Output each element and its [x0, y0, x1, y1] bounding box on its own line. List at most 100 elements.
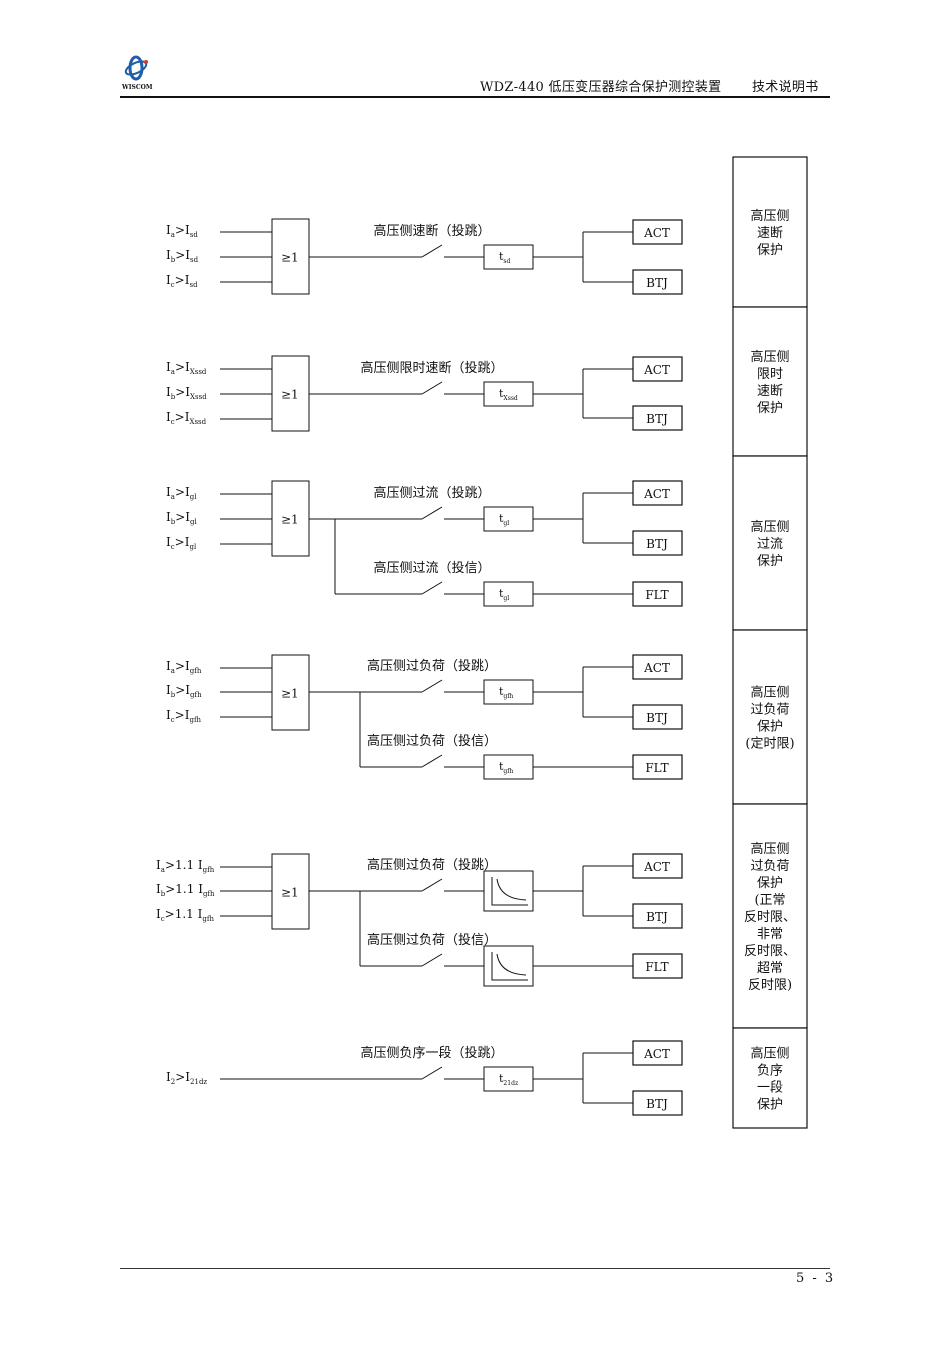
output-label-act-sd: ACT [643, 226, 670, 240]
or-gate-sd [271, 218, 310, 295]
side-label-fsx-2: 保护 [757, 876, 783, 891]
side-label-fsx-3: (正常 [754, 893, 785, 908]
condition-label-fsx-1: Ib>1.1 Igfh [156, 882, 215, 898]
logo-text: WISCOM [121, 84, 153, 91]
output-box-act-fx [632, 1040, 683, 1066]
branch-label-fx-0: 高压侧负序一段（投跳） [360, 1045, 503, 1061]
branch-label-xssd-0: 高压侧限时速断（投跳） [360, 360, 503, 376]
side-label-sd-0: 高压侧 [750, 208, 789, 224]
output-label-act-fx: ACT [643, 1047, 670, 1061]
or-gate-label-xssd: ≥1 [281, 388, 299, 402]
output-box-btj-sd [632, 269, 683, 295]
output-label-btj-xssd: BTJ [646, 412, 668, 426]
footer-divider [120, 1268, 830, 1269]
inverse-curve-fsx-0 [496, 878, 527, 901]
side-label-fx-0: 高压侧 [750, 1046, 789, 1062]
condition-label-gl-1: Ib>Igl [166, 510, 198, 526]
output-box-btj-fx [632, 1090, 683, 1116]
switch-contact-gl-1 [421, 581, 443, 595]
output-box-act-gl [632, 480, 683, 506]
switch-contact-sd-0 [421, 244, 443, 258]
switch-contact-gfh-1 [421, 754, 443, 768]
side-label-gfh-1: 过负荷 [750, 703, 789, 718]
output-box-btj-gl [632, 530, 683, 556]
timer-box-gfh-0 [483, 679, 534, 705]
output-box-btj-gfh [632, 704, 683, 730]
inverse-curve-fsx-1 [496, 953, 527, 976]
or-gate-fsx [271, 853, 310, 930]
output-box-act-xssd [632, 356, 683, 382]
output-box-btj-fsx [632, 903, 683, 929]
branch-label-fsx-0: 高压侧过负荷（投跳） [367, 857, 497, 873]
output-box-flt-gfh [632, 754, 683, 780]
header-divider [120, 96, 830, 98]
side-label-fsx-7: 超常 [757, 961, 783, 976]
output-label-act-gfh: ACT [643, 661, 670, 675]
page-number: 5 - 3 [796, 1271, 836, 1286]
side-label-fsx-4: 反时限、 [744, 910, 796, 925]
side-label-xssd-2: 速断 [757, 384, 783, 399]
output-label-flt-gfh: FLT [645, 761, 668, 775]
side-label-gl-2: 保护 [757, 554, 783, 569]
logo-mark-icon [124, 55, 148, 81]
or-gate-gfh [271, 654, 310, 731]
timer-label-gfh-0: tgfh [499, 685, 514, 700]
output-label-flt-fsx: FLT [645, 960, 668, 974]
side-label-fsx-0: 高压侧 [750, 841, 789, 857]
branch-label-gl-1: 高压侧过流（投信） [373, 560, 490, 576]
timer-box-sd-0 [483, 244, 534, 270]
wiscom-logo: WISCOM [118, 52, 158, 92]
timer-label-sd-0: tsd [499, 250, 511, 265]
document-type: 技术说明书 [752, 80, 819, 95]
timer-label-gfh-1: tgfh [499, 760, 514, 775]
timer-box-xssd-0 [483, 381, 534, 407]
condition-label-fsx-2: Ic>1.1 Igfh [156, 907, 214, 923]
side-cell-fsx [732, 803, 808, 1029]
or-gate-xssd [271, 355, 310, 432]
side-label-fx-2: 一段 [757, 1081, 783, 1096]
side-cell-sd [732, 156, 808, 308]
condition-label-fx-0: I2>I21dz [166, 1070, 207, 1086]
condition-label-xssd-0: Ia>IXssd [166, 360, 207, 376]
switch-contact-gfh-0 [421, 679, 443, 693]
condition-label-xssd-1: Ib>IXssd [166, 385, 207, 401]
timer-box-gl-0 [483, 506, 534, 532]
side-label-gl-0: 高压侧 [750, 519, 789, 535]
timer-box-fx-0 [483, 1066, 534, 1092]
output-label-btj-gfh: BTJ [646, 711, 668, 725]
condition-label-gfh-1: Ib>Igfh [166, 683, 202, 699]
condition-label-sd-2: Ic>Isd [166, 273, 198, 289]
side-label-fsx-6: 反时限、 [744, 944, 796, 959]
switch-contact-fsx-0 [421, 878, 443, 892]
condition-label-xssd-2: Ic>IXssd [166, 410, 207, 426]
side-label-fx-1: 负序 [757, 1064, 783, 1079]
condition-label-fsx-0: Ia>1.1 Igfh [156, 858, 215, 874]
side-cell-gl [732, 455, 808, 631]
output-box-flt-fsx [632, 953, 683, 979]
output-label-btj-sd: BTJ [646, 276, 668, 290]
switch-contact-xssd-0 [421, 381, 443, 395]
side-label-xssd-1: 限时 [757, 367, 783, 382]
or-gate-label-sd: ≥1 [281, 251, 299, 265]
output-box-act-sd [632, 219, 683, 245]
output-box-btj-xssd [632, 405, 683, 431]
output-label-btj-fx: BTJ [646, 1097, 668, 1111]
output-box-act-fsx [632, 853, 683, 879]
side-cell-fx [732, 1027, 808, 1129]
side-label-gfh-3: (定时限) [745, 737, 794, 752]
or-gate-label-gl: ≥1 [281, 513, 299, 527]
side-cell-xssd [732, 306, 808, 457]
timer-box-gfh-1 [483, 754, 534, 780]
side-label-gfh-0: 高压侧 [750, 685, 789, 701]
side-cell-gfh [732, 629, 808, 805]
side-label-gfh-2: 保护 [757, 720, 783, 735]
or-gate-label-gfh: ≥1 [281, 687, 299, 701]
side-label-gl-1: 过流 [757, 537, 783, 552]
output-label-btj-gl: BTJ [646, 537, 668, 551]
side-label-sd-1: 速断 [757, 226, 783, 241]
output-label-act-gl: ACT [643, 487, 670, 501]
timer-label-fx-0: t21dz [499, 1072, 518, 1087]
condition-label-gfh-0: Ia>Igfh [166, 659, 202, 675]
condition-label-gl-0: Ia>Igl [166, 485, 197, 501]
